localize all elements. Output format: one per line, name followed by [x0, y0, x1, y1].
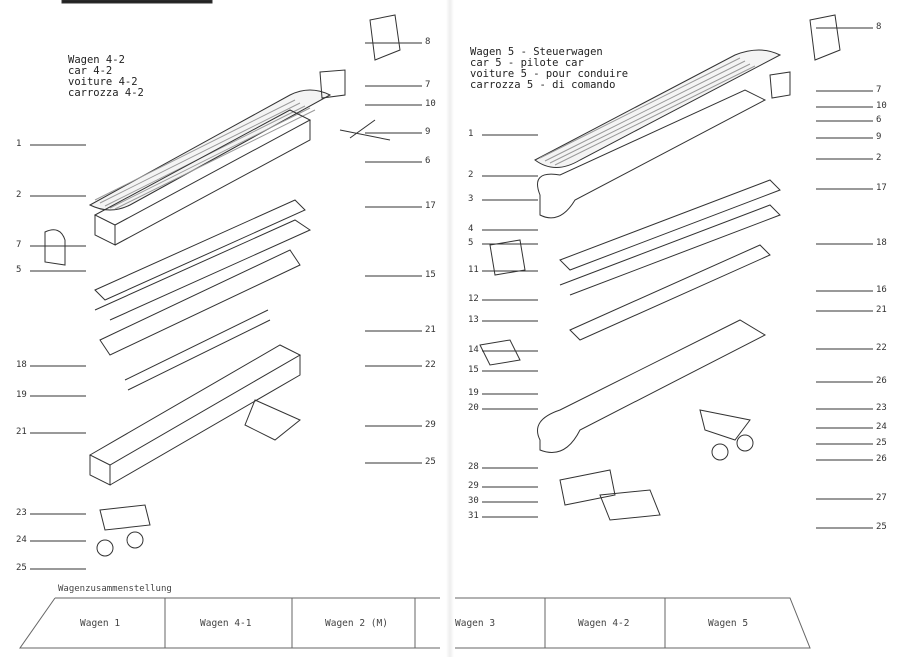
part-number: 15	[425, 270, 436, 280]
part-number: 12	[468, 294, 479, 304]
part-number: 25	[876, 522, 887, 532]
part-number: 29	[468, 481, 479, 491]
parts-left	[124, 309, 271, 391]
cab-body-right	[537, 89, 767, 219]
part-number: 18	[16, 360, 27, 370]
part-number: 27	[876, 493, 887, 503]
part-number: 21	[425, 325, 436, 335]
title-line: carrozza 5 - di comando	[470, 79, 616, 91]
title-line: voiture 4-2	[68, 76, 138, 88]
part-number: 10	[425, 99, 436, 109]
body-left	[93, 109, 312, 246]
car-cell: Wagen 4-2	[578, 618, 630, 629]
part-number: 19	[468, 388, 479, 398]
part-number: 25	[425, 457, 436, 467]
title-line: car 5 - pilote car	[470, 57, 584, 69]
part-number: 9	[425, 127, 431, 137]
part-number: 28	[468, 462, 479, 472]
part-number: 14	[468, 345, 479, 355]
part-number: 17	[425, 201, 436, 211]
part-number: 6	[876, 115, 882, 125]
part-number: 21	[16, 427, 27, 437]
part-number: 8	[876, 22, 882, 32]
part-number: 5	[16, 265, 22, 275]
title-line: Wagen 4-2	[68, 54, 125, 66]
part-number: 19	[16, 390, 27, 400]
part-number: 30	[468, 496, 479, 506]
page-fold	[446, 0, 454, 657]
part-number: 2	[16, 190, 22, 200]
window-inserts-right	[559, 179, 781, 296]
bogie-left	[244, 399, 301, 441]
part-number: 2	[876, 153, 882, 163]
part-number: 31	[468, 511, 479, 521]
part-number: 10	[876, 101, 887, 111]
bogie-left-2	[99, 504, 151, 531]
part-number: 17	[876, 183, 887, 193]
part-number: 13	[468, 315, 479, 325]
interior-right	[569, 244, 771, 341]
part-number: 2	[468, 170, 474, 180]
part-number: 7	[425, 80, 431, 90]
part-number: 8	[425, 37, 431, 47]
part-number: 22	[425, 360, 436, 370]
part-number: 21	[876, 305, 887, 315]
part-number: 15	[468, 365, 479, 375]
part-number: 29	[425, 420, 436, 430]
end-plate-left	[44, 229, 66, 266]
title-line: carrozza 4-2	[68, 87, 144, 99]
roof-left	[88, 89, 332, 211]
title-line: car 4-2	[68, 65, 113, 77]
part-number: 7	[876, 85, 882, 95]
part-number: 26	[876, 454, 887, 464]
car-cell: Wagen 3	[455, 618, 496, 629]
part-number: 24	[16, 535, 27, 545]
part-number: 18	[876, 238, 887, 248]
part-number: 22	[876, 343, 887, 353]
part-number: 4	[468, 224, 474, 234]
part-number: 26	[876, 376, 887, 386]
part-number: 3	[468, 194, 474, 204]
coupler-hood-left	[369, 14, 401, 61]
part-number: 1	[16, 139, 22, 149]
part-number: 23	[16, 508, 27, 518]
chassis-left	[88, 344, 302, 486]
chassis-right	[537, 319, 767, 453]
part-number: 6	[425, 156, 431, 166]
title-line: voiture 5 - pour conduire	[470, 68, 629, 80]
car-cell: Wagen 4-1	[200, 618, 252, 629]
interior-left	[99, 249, 301, 356]
part-number: 25	[876, 438, 887, 448]
window-inserts-left	[94, 199, 312, 321]
part-number: 7	[16, 240, 22, 250]
part-number: 20	[468, 403, 479, 413]
part-number: 23	[876, 403, 887, 413]
title-line: Wagen 5 - Steuerwagen	[470, 46, 603, 58]
part-number: 25	[16, 563, 27, 573]
car-cell: Wagen 2 (M)	[325, 618, 388, 629]
part-number: 11	[468, 265, 479, 275]
car-cell: Wagen 5	[708, 618, 749, 629]
part-number: 5	[468, 238, 474, 248]
part-number: 9	[876, 132, 882, 142]
composition-caption: Wagenzusammenstellung	[58, 584, 172, 594]
part-number: 16	[876, 285, 887, 295]
car-cell: Wagen 1	[80, 618, 121, 629]
part-number: 24	[876, 422, 887, 432]
part-number: 1	[468, 129, 474, 139]
